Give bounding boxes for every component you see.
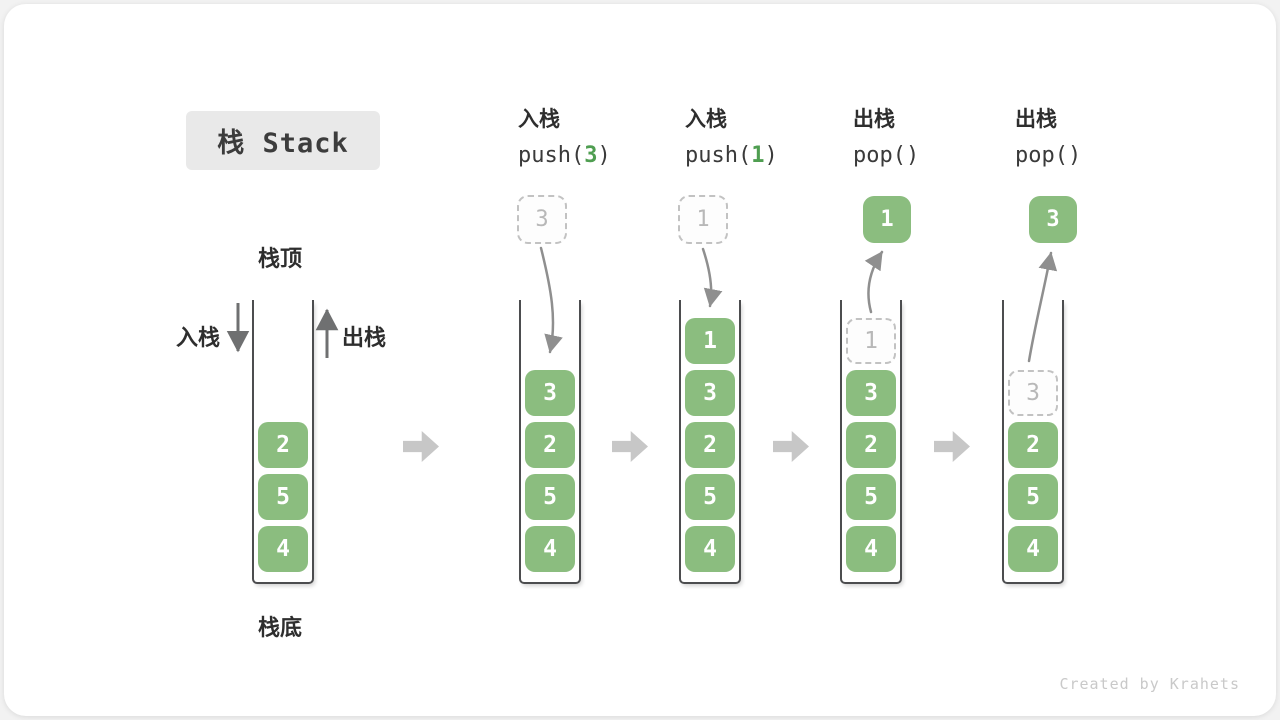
- stack-cell: 2: [685, 422, 735, 468]
- code-pre: push(: [518, 143, 585, 168]
- stack-cell: 2: [258, 422, 308, 468]
- stack-cell: 5: [846, 474, 896, 520]
- outgoing-value-box: 1: [863, 196, 911, 243]
- stack-cell: 5: [685, 474, 735, 520]
- stack-cell: 5: [525, 474, 575, 520]
- incoming-value-box: 3: [517, 195, 567, 244]
- stack-cell: 3: [685, 370, 735, 416]
- op-code-label: pop(): [853, 142, 919, 172]
- op-code-label: push(1): [685, 142, 778, 172]
- stack-cell: 3: [846, 370, 896, 416]
- stack-container-after-push1: 1 3 2 5 4: [679, 300, 741, 584]
- stack-cell: 4: [1008, 526, 1058, 572]
- stack-cell: 4: [525, 526, 575, 572]
- code-arg: 1: [751, 143, 765, 168]
- stack-cell: 5: [1008, 474, 1058, 520]
- code-post: ): [764, 143, 778, 168]
- watermark-credit: Created by Krahets: [1059, 675, 1240, 693]
- stack-cell: 4: [846, 526, 896, 572]
- stack-cell: 4: [258, 526, 308, 572]
- op-cjk-label: 出栈: [1015, 108, 1057, 131]
- stack-cell: 3: [525, 370, 575, 416]
- popped-ghost-cell: 1: [846, 318, 896, 364]
- stack-cell: 2: [1008, 422, 1058, 468]
- op-label-pop3: 出栈 pop(): [1015, 106, 1081, 172]
- outgoing-value-box: 3: [1029, 196, 1077, 243]
- page-title: 栈 Stack: [217, 128, 349, 159]
- op-label-pop1: 出栈 pop(): [853, 106, 919, 172]
- op-label-push3: 入栈 push(3): [518, 106, 611, 172]
- title-box: 栈 Stack: [186, 111, 380, 170]
- stack-cell: 1: [685, 318, 735, 364]
- op-cjk-label: 出栈: [853, 108, 895, 131]
- code-arg: 3: [584, 143, 598, 168]
- stack-cell: 5: [258, 474, 308, 520]
- code-pre: pop(): [853, 143, 920, 168]
- push-direction-label: 入栈: [176, 325, 221, 350]
- op-cjk-label: 入栈: [518, 108, 560, 131]
- popped-ghost-cell: 3: [1008, 370, 1058, 416]
- code-post: ): [597, 143, 611, 168]
- pop-direction-label: 出栈: [342, 325, 387, 350]
- stack-container-after-pop3: 3 2 5 4: [1002, 300, 1064, 584]
- stack-cell: 4: [685, 526, 735, 572]
- incoming-value-box: 1: [678, 195, 728, 244]
- op-code-label: pop(): [1015, 142, 1081, 172]
- stack-container-initial: 2 5 4: [252, 300, 314, 584]
- stack-container-after-pop1: 1 3 2 5 4: [840, 300, 902, 584]
- stack-cell: 2: [846, 422, 896, 468]
- stack-top-label: 栈顶: [258, 246, 303, 271]
- code-pre: pop(): [1015, 143, 1082, 168]
- op-cjk-label: 入栈: [685, 108, 727, 131]
- op-label-push1: 入栈 push(1): [685, 106, 778, 172]
- stack-bottom-label: 栈底: [258, 615, 303, 640]
- stack-container-after-push3: 3 2 5 4: [519, 300, 581, 584]
- code-pre: push(: [685, 143, 752, 168]
- stack-cell: 2: [525, 422, 575, 468]
- op-code-label: push(3): [518, 142, 611, 172]
